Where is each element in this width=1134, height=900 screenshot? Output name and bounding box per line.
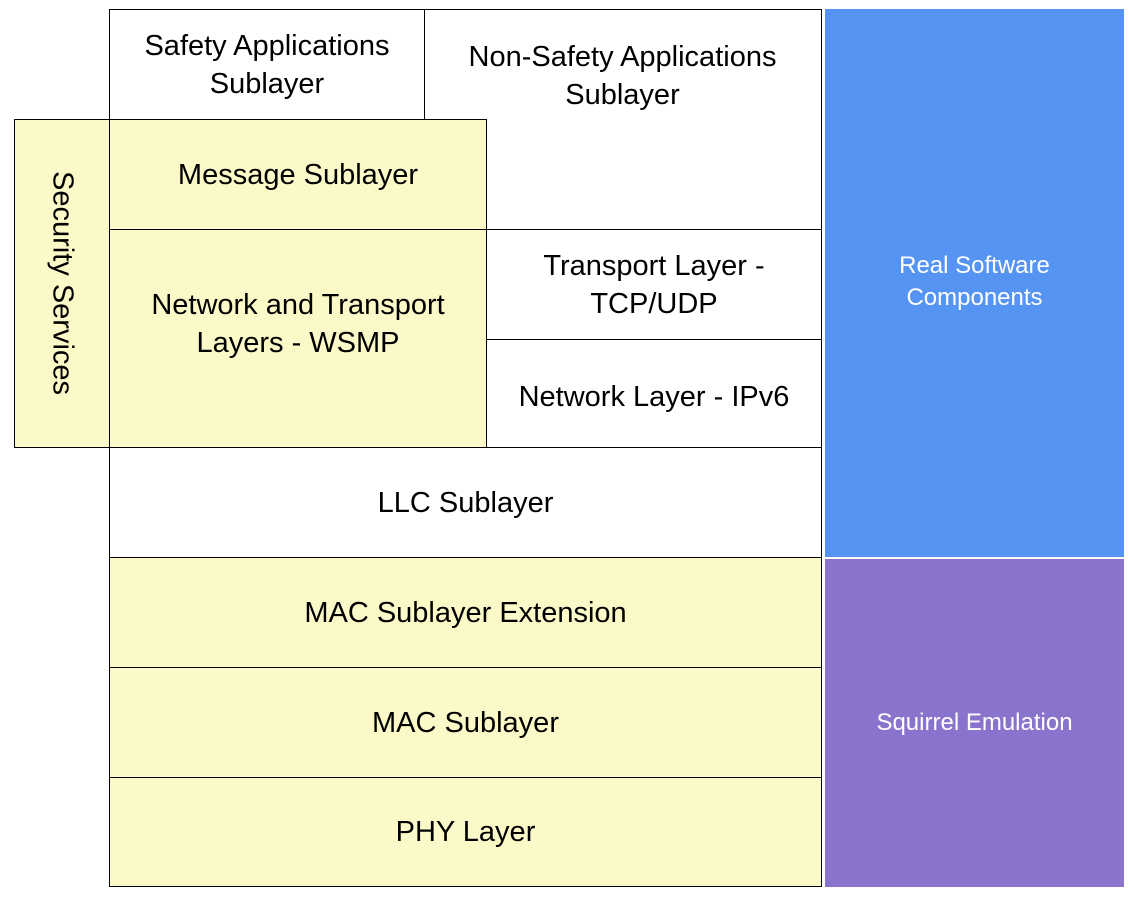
- security-services: Security Services: [14, 119, 111, 448]
- safety-applications-line-1: Safety Applications: [144, 29, 390, 62]
- message-sublayer: Message Sublayer: [109, 119, 487, 230]
- message-sublayer-label: Message Sublayer: [177, 158, 419, 191]
- llc-sublayer: LLC Sublayer: [109, 447, 822, 558]
- squirrel-emulation: Squirrel Emulation: [825, 559, 1124, 887]
- security-services-label: Security Services: [46, 171, 79, 396]
- safety-applications-line-2: Sublayer: [209, 67, 325, 100]
- safety-applications-sublayer: Safety Applications Sublayer: [109, 9, 425, 120]
- real-software-line-2: Components: [906, 284, 1043, 311]
- transport-layer-tcp-udp: Transport Layer - TCP/UDP: [486, 229, 822, 340]
- phy-layer: PHY Layer: [109, 777, 822, 887]
- mac-sublayer-label: MAC Sublayer: [372, 706, 559, 739]
- transport-layer-line-2: TCP/UDP: [590, 287, 718, 320]
- non-safety-applications-line-2: Sublayer: [565, 79, 680, 111]
- real-software-line-1: Real Software: [899, 252, 1050, 279]
- mac-sublayer: MAC Sublayer: [109, 667, 822, 778]
- llc-sublayer-label: LLC Sublayer: [377, 486, 554, 519]
- mac-sublayer-extension: MAC Sublayer Extension: [109, 557, 822, 668]
- real-software-components: Real Software Components: [825, 9, 1124, 557]
- network-transport-wsmp-line-2: Layers - WSMP: [196, 326, 400, 359]
- squirrel-emulation-label: Squirrel Emulation: [876, 709, 1073, 736]
- phy-layer-label: PHY Layer: [395, 816, 536, 848]
- non-safety-applications-line-1: Non-Safety Applications: [468, 41, 777, 73]
- network-transport-wsmp-line-1: Network and Transport: [151, 288, 445, 321]
- network-transport-wsmp: Network and Transport Layers - WSMP: [109, 229, 487, 448]
- network-layer-label: Network Layer - IPv6: [518, 380, 790, 413]
- mac-sublayer-extension-label: MAC Sublayer Extension: [304, 596, 627, 629]
- network-layer-ipv6: Network Layer - IPv6: [486, 339, 822, 448]
- transport-layer-line-1: Transport Layer -: [543, 249, 765, 282]
